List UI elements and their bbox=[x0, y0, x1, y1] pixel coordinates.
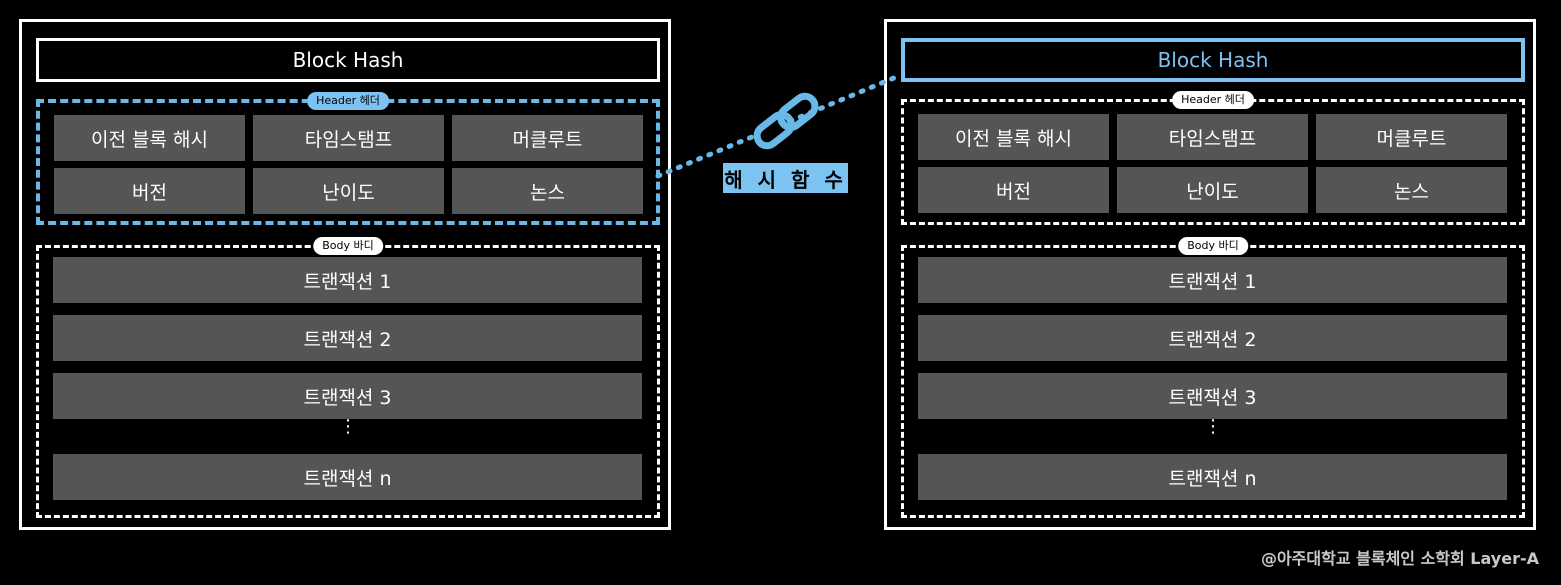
header-field-timestamp: 타임스탬프 bbox=[253, 115, 444, 161]
hash-function-label: 해 시 함 수 bbox=[723, 163, 848, 193]
header-field-difficulty: 난이도 bbox=[253, 168, 444, 214]
header-label: Header 헤더 bbox=[1172, 91, 1254, 109]
transaction-row: 트랜잭션 3 bbox=[918, 373, 1507, 419]
body-label: Body 바디 bbox=[313, 237, 383, 255]
header-field-version: 버전 bbox=[54, 168, 245, 214]
header-field-difficulty: 난이도 bbox=[1117, 167, 1308, 213]
transaction-row: 트랜잭션 1 bbox=[918, 257, 1507, 303]
credit-text: @아주대학교 블록체인 소학회 Layer-A bbox=[1260, 549, 1539, 568]
chain-link-icon bbox=[753, 92, 819, 150]
block-right: Block Hash Header 헤더 이전 블록 해시 타임스탬프 머클루트… bbox=[884, 19, 1536, 530]
body-section: Body 바디 트랜잭션 1 트랜잭션 2 트랜잭션 3 ⋮ 트랜잭션 n bbox=[36, 237, 660, 518]
block-hash-box: Block Hash bbox=[901, 38, 1525, 82]
body-section: Body 바디 트랜잭션 1 트랜잭션 2 트랜잭션 3 ⋮ 트랜잭션 n bbox=[901, 237, 1525, 518]
transaction-row: 트랜잭션 n bbox=[918, 454, 1507, 500]
block-left: Block Hash Header 헤더 이전 블록 해시 타임스탬프 머클루트… bbox=[19, 19, 671, 530]
transaction-row: 트랜잭션 n bbox=[53, 454, 642, 500]
transaction-row: 트랜잭션 1 bbox=[53, 257, 642, 303]
block-hash-box: Block Hash bbox=[36, 38, 660, 82]
header-field-nonce: 논스 bbox=[1316, 167, 1507, 213]
transaction-row: 트랜잭션 2 bbox=[53, 315, 642, 361]
transaction-row: 트랜잭션 2 bbox=[918, 315, 1507, 361]
header-field-version: 버전 bbox=[918, 167, 1109, 213]
header-section: Header 헤더 이전 블록 해시 타임스탬프 머클루트 버전 난이도 논스 bbox=[36, 92, 660, 225]
header-field-prev-hash: 이전 블록 해시 bbox=[54, 115, 245, 161]
header-field-merkle-root: 머클루트 bbox=[1316, 114, 1507, 160]
body-label: Body 바디 bbox=[1178, 237, 1248, 255]
header-field-merkle-root: 머클루트 bbox=[452, 115, 643, 161]
header-field-timestamp: 타임스탬프 bbox=[1117, 114, 1308, 160]
header-field-nonce: 논스 bbox=[452, 168, 643, 214]
transaction-row: 트랜잭션 3 bbox=[53, 373, 642, 419]
header-section: Header 헤더 이전 블록 해시 타임스탬프 머클루트 버전 난이도 논스 bbox=[901, 91, 1525, 225]
header-label: Header 헤더 bbox=[307, 92, 389, 110]
header-field-prev-hash: 이전 블록 해시 bbox=[918, 114, 1109, 160]
